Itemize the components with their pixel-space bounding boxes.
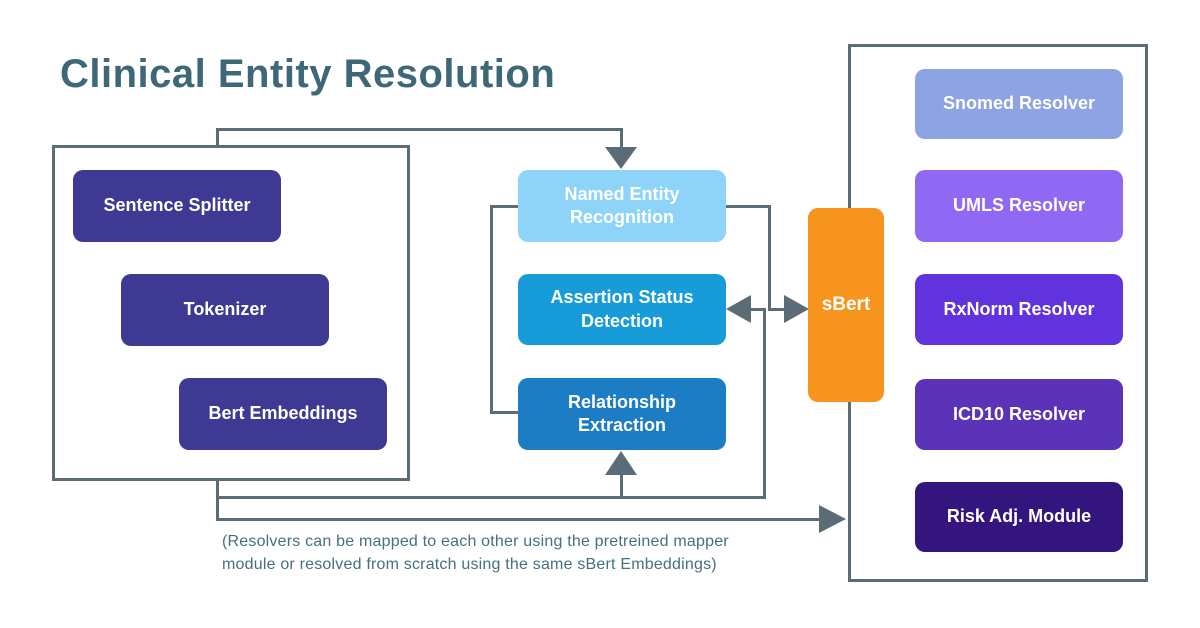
caption: (Resolvers can be mapped to each other u… — [222, 530, 822, 576]
preprocessing-container-frame — [52, 145, 410, 481]
node-snomed-resolver: Snomed Resolver — [915, 69, 1123, 139]
node-sbert: sBert — [808, 208, 884, 402]
node-icd10-resolver: ICD10 Resolver — [915, 379, 1123, 450]
node-risk-adj-module: Risk Adj. Module — [915, 482, 1123, 552]
caption-line-2: module or resolved from scratch using th… — [222, 556, 717, 573]
connector-ner-to-relext-vertical — [490, 205, 493, 414]
connector-pre-top-riser — [216, 128, 219, 148]
node-tokenizer: Tokenizer — [121, 274, 329, 346]
node-named-entity-recognition: Named Entity Recognition — [518, 170, 726, 242]
node-rxnorm-resolver: RxNorm Resolver — [915, 274, 1123, 345]
connector-sbert-arrow-tail — [768, 308, 786, 311]
connector-ner-right-stub — [726, 205, 771, 208]
arrowhead-down-into-ner-icon — [605, 147, 637, 169]
connector-pre-bottom-riser — [216, 478, 219, 521]
connector-relext-left-stub — [490, 411, 518, 414]
connector-mid-bottom-bus — [216, 496, 766, 499]
connector-relext-up-tail — [620, 473, 623, 499]
arrowhead-right-into-sbert-icon — [784, 295, 809, 323]
connector-embeddings-to-resolvers-bus — [216, 518, 819, 521]
page-title: Clinical Entity Resolution — [60, 52, 556, 96]
connector-pre-to-ner-horizontal — [216, 128, 623, 131]
caption-line-1: (Resolvers can be mapped to each other u… — [222, 533, 729, 550]
arrowhead-up-into-relext-icon — [605, 451, 637, 475]
node-bert-embeddings: Bert Embeddings — [179, 378, 387, 450]
node-umls-resolver: UMLS Resolver — [915, 170, 1123, 242]
connector-ner-left-stub — [490, 205, 518, 208]
node-sentence-splitter: Sentence Splitter — [73, 170, 281, 242]
node-assertion-status-detection: Assertion Status Detection — [518, 274, 726, 345]
arrowhead-left-into-assertion-icon — [726, 295, 751, 323]
connector-bus-to-assertion-vertical — [763, 308, 766, 499]
connector-ner-to-sbert-vertical — [768, 205, 771, 311]
connector-pre-to-ner-drop — [620, 128, 623, 149]
node-relationship-extraction: Relationship Extraction — [518, 378, 726, 450]
arrowhead-right-into-resolvers-icon — [819, 505, 846, 533]
connector-assertion-arrow-tail — [751, 308, 766, 311]
